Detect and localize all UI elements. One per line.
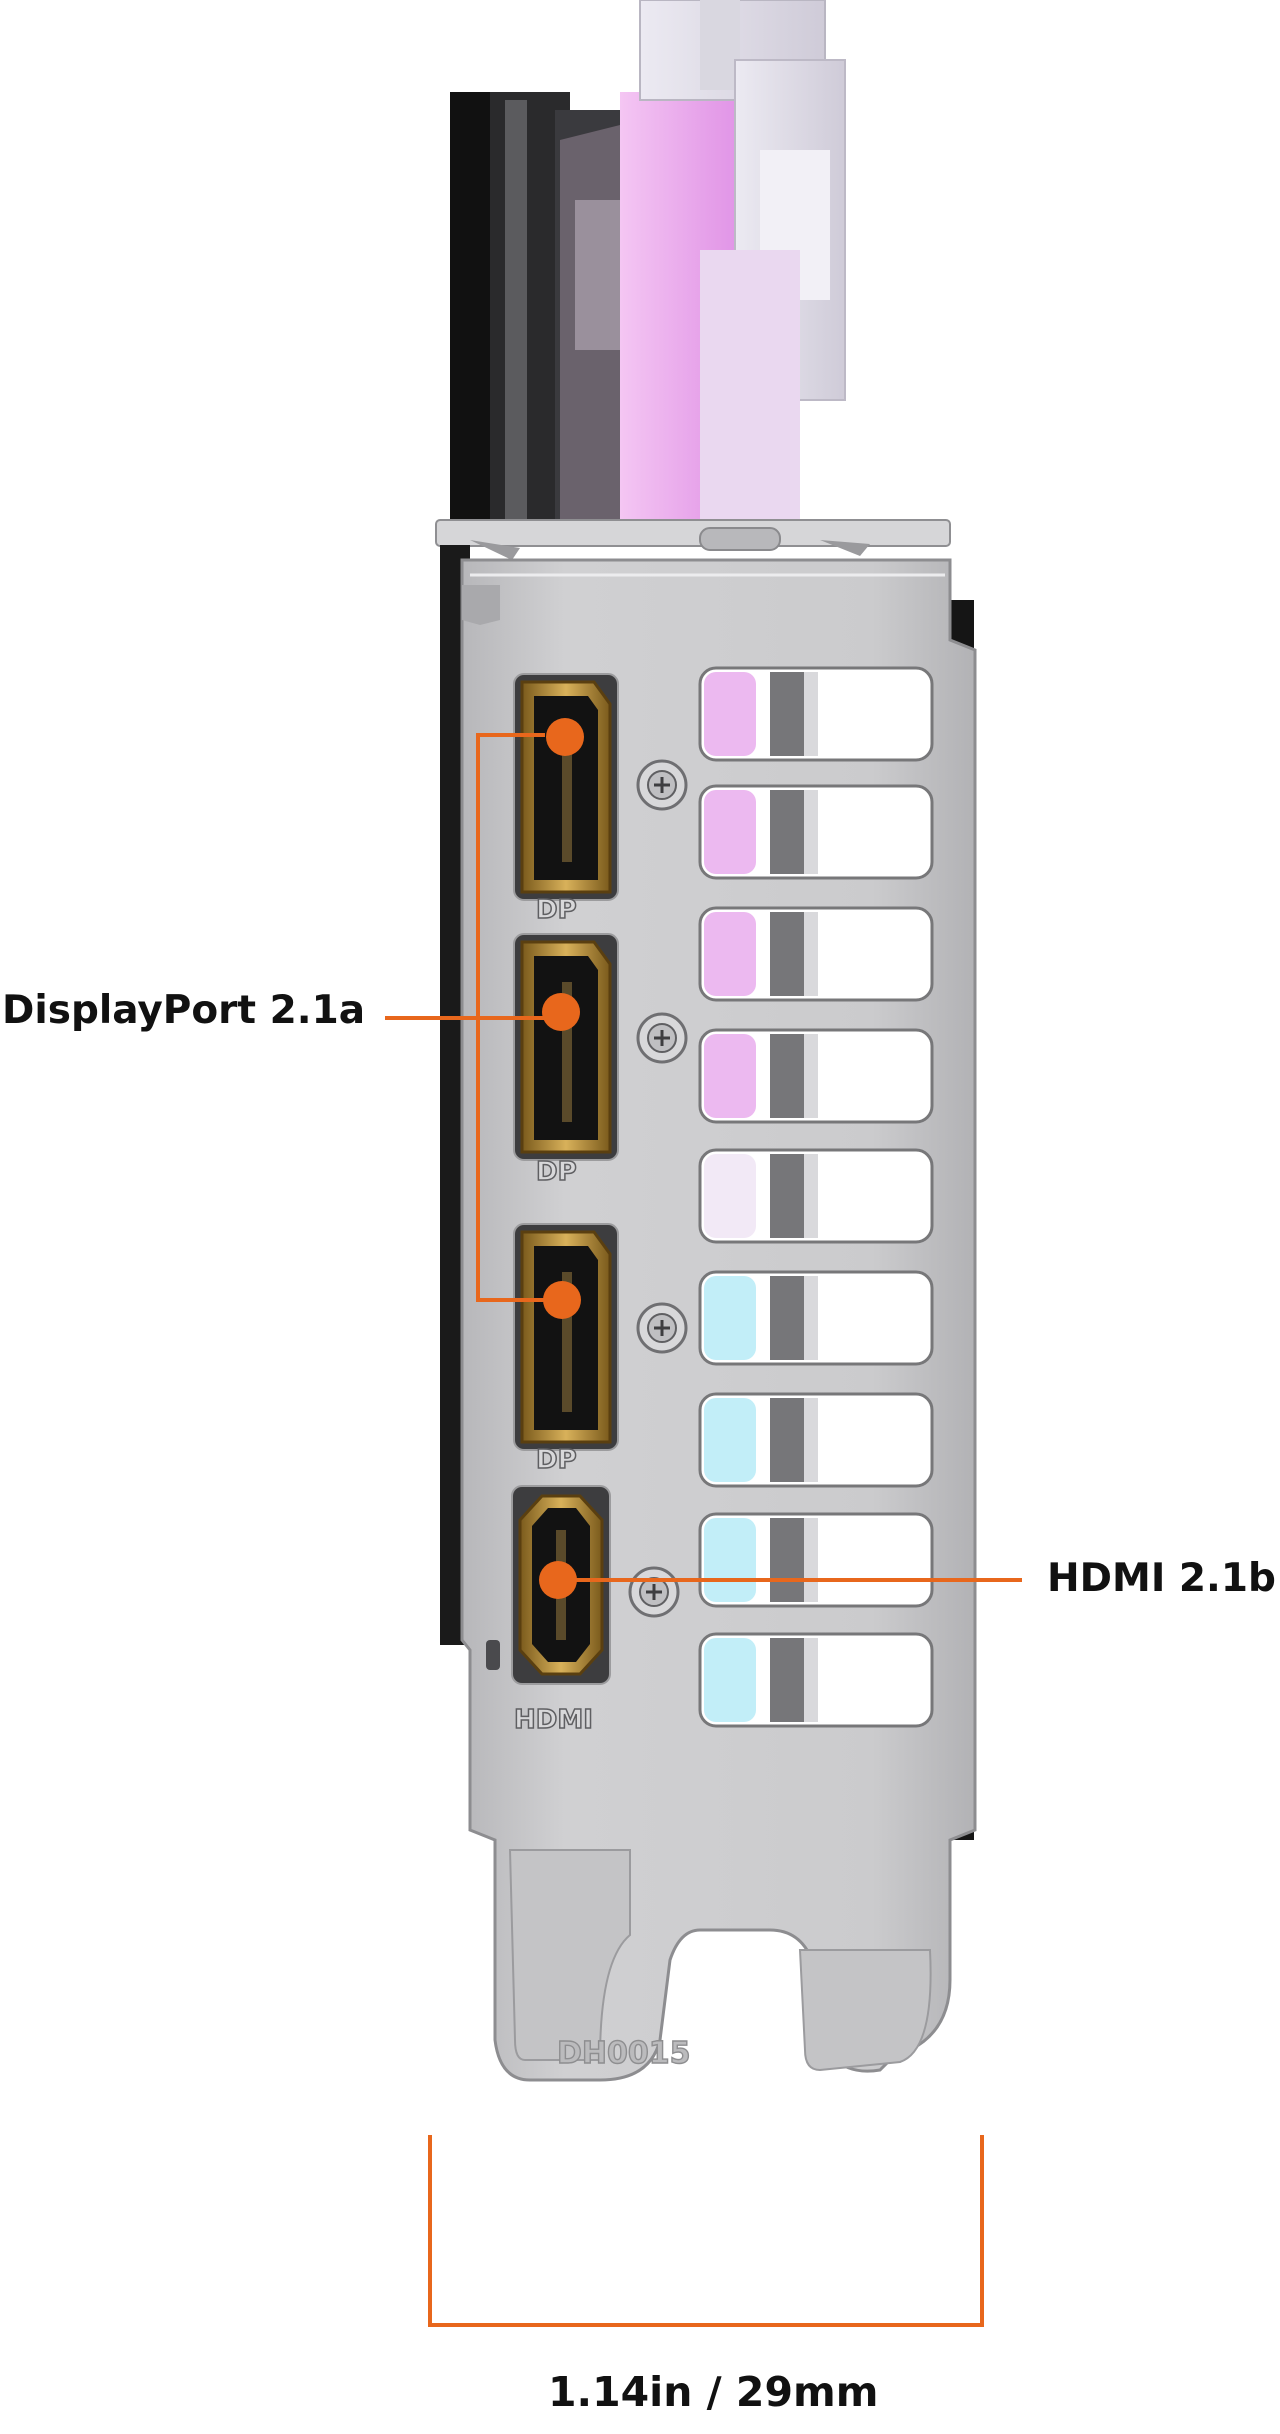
screw-icon	[628, 1566, 680, 1618]
vent-slot	[698, 1148, 934, 1244]
vent-slot	[698, 666, 934, 762]
vent-slot	[698, 784, 934, 880]
vent-slot	[698, 1512, 934, 1608]
displayport-port: DP	[513, 673, 619, 926]
ventilation-slots	[698, 666, 934, 1728]
dp1-callout-dot	[546, 718, 584, 756]
vent-slot	[698, 906, 934, 1002]
displayport-callout-lines	[385, 733, 560, 1302]
screw-icon	[636, 1012, 688, 1064]
hdmi-callout-dot	[539, 1561, 577, 1599]
bracket-top-lip	[435, 519, 951, 560]
vent-slot	[698, 1632, 934, 1728]
displayport-port: DP	[513, 933, 619, 1188]
bracket-width-label: 1.14in / 29mm	[548, 2368, 879, 2416]
dp-port-label: DP	[536, 1157, 577, 1187]
displayport-port: DP	[513, 1223, 619, 1476]
screw-icon	[636, 1302, 688, 1354]
bracket-marking: DH0015	[557, 2036, 691, 2071]
hdmi-port-label: HDMI	[514, 1705, 593, 1735]
displayport-label: DisplayPort 2.1a	[2, 988, 366, 1033]
cooler-shroud	[450, 0, 846, 532]
vent-slot	[698, 1028, 934, 1124]
dp-port-label: DP	[536, 1445, 577, 1475]
vent-slot	[698, 1270, 934, 1366]
vent-slot	[698, 1392, 934, 1488]
hdmi-label: HDMI 2.1b	[1047, 1556, 1276, 1601]
dp3-callout-dot	[543, 1281, 581, 1319]
screw-icon	[636, 759, 688, 811]
width-dimension-bracket	[428, 2135, 984, 2327]
dp-port-label: DP	[536, 895, 577, 925]
dp2-callout-dot	[542, 993, 580, 1031]
